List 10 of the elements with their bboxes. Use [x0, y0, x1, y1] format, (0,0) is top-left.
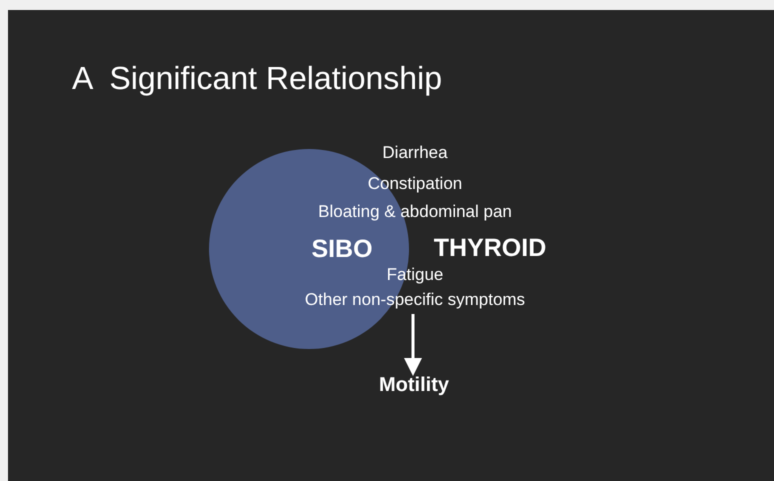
circle-label: THYROID: [434, 234, 546, 263]
symptom-text: Bloating & abdominal pan: [318, 202, 512, 222]
node-label: Motility: [379, 374, 449, 397]
symptom-text: Other non-specific symptoms: [304, 290, 526, 310]
symptom-text: Fatigue: [386, 265, 444, 285]
arrow: [404, 314, 422, 376]
symptom-text: Diarrhea: [382, 143, 448, 163]
circle-label: SIBO: [311, 235, 373, 264]
slide-title: A Significant Relationship: [72, 60, 442, 97]
symptom-text: Constipation: [368, 174, 462, 194]
